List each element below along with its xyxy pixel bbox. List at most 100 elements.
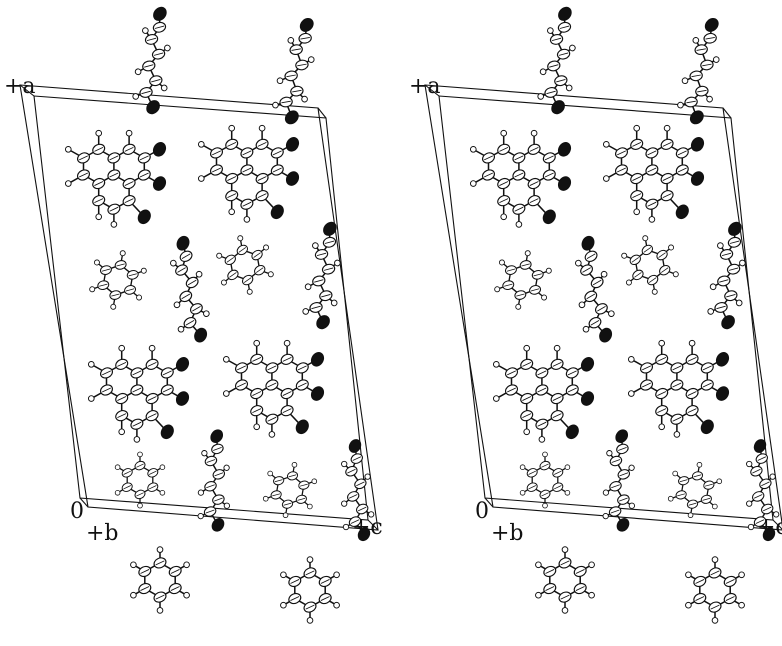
ellipsoid-octant	[147, 361, 157, 367]
ellipsoid-octant	[139, 172, 149, 178]
ellipsoid-octant	[132, 370, 142, 376]
oxygen-atom	[295, 419, 309, 435]
hydrogen-atom	[287, 37, 295, 44]
ellipsoid-octant	[559, 25, 570, 29]
oxygen-atom	[580, 357, 595, 372]
ellipsoid-octant	[356, 481, 365, 487]
hydrogen-atom	[330, 299, 338, 307]
oxygen-atom	[210, 429, 224, 443]
hydrogen-atom	[492, 395, 500, 402]
ellipsoid-octant	[140, 586, 150, 591]
ellipsoid-octant	[506, 268, 516, 272]
hydrogen-atom	[262, 495, 269, 502]
ellipsoid-octant	[352, 456, 362, 461]
hydrogen-atom	[280, 601, 287, 609]
hydrogen-atom	[709, 283, 717, 291]
ellipsoid-octant	[242, 167, 252, 173]
molecule	[469, 129, 572, 228]
hydrogen-atom	[523, 344, 531, 352]
ellipsoid-octant	[283, 502, 292, 506]
hydrogen-atom	[267, 470, 273, 477]
hydrogen-atom	[156, 546, 164, 553]
hydrogen-atom	[228, 208, 236, 216]
ellipsoid-octant	[109, 155, 119, 161]
molecule	[280, 556, 340, 624]
ellipsoid-octant	[323, 267, 334, 271]
hydrogen-atom	[302, 308, 310, 315]
ellipsoid-octant	[292, 89, 302, 93]
oxygen-atom	[284, 110, 299, 125]
oxygen-atom	[580, 391, 595, 406]
ellipsoid-octant	[672, 382, 682, 388]
oxygen-atom	[557, 176, 572, 191]
molecule	[302, 221, 341, 330]
ellipsoid-octant	[551, 37, 562, 42]
ellipsoid-octant	[267, 365, 277, 371]
hydrogen-atom	[64, 180, 72, 187]
ellipsoid-octant	[132, 387, 142, 393]
ellipsoid-octant	[537, 421, 547, 427]
ellipsoid-octant	[545, 586, 555, 591]
hydrogen-atom	[216, 252, 223, 259]
ellipsoid-octant	[762, 506, 772, 512]
hydrogen-atom	[515, 303, 522, 310]
ellipsoid-octant	[242, 201, 252, 207]
hydrogen-atom	[312, 242, 319, 249]
hydrogen-atom	[547, 27, 554, 34]
oxygen-atom	[211, 518, 225, 532]
hydrogen-atom	[492, 361, 500, 368]
molecule	[537, 6, 576, 115]
hydrogen-atom	[628, 464, 635, 471]
oxygen-atom	[270, 204, 284, 220]
ellipsoid-octant	[79, 155, 88, 161]
ellipsoid-octant	[206, 484, 215, 489]
hydrogen-atom	[306, 617, 314, 624]
ellipsoid-octant	[227, 141, 237, 147]
hydrogen-atom	[110, 221, 118, 228]
ellipsoid-octant	[617, 150, 626, 156]
ellipsoid-octant	[147, 396, 157, 401]
hydrogen-atom	[681, 77, 689, 85]
hydrogen-atom	[114, 464, 121, 470]
ellipsoid-octant	[226, 257, 234, 263]
ellipsoid-octant	[357, 506, 367, 512]
unit-cell-edge	[79, 497, 89, 508]
ellipsoid-octant	[252, 356, 262, 362]
ellipsoid-octant	[528, 485, 536, 490]
oxygen-atom	[715, 352, 730, 367]
ellipsoid-octant	[567, 387, 577, 393]
hydrogen-atom	[283, 339, 291, 347]
ellipsoid-octant	[206, 459, 216, 463]
molecule	[262, 461, 318, 519]
ellipsoid-octant	[530, 288, 540, 292]
hydrogen-atom	[538, 436, 546, 443]
ellipsoid-octant	[147, 413, 157, 419]
molecule	[341, 439, 375, 542]
hydrogen-atom	[95, 129, 103, 137]
ellipsoid-octant	[567, 370, 577, 376]
hydrogen-atom	[469, 146, 477, 153]
unit-cell-edge	[19, 84, 35, 97]
hydrogen-atom	[136, 294, 143, 301]
hydrogen-atom	[159, 464, 166, 470]
hydrogen-atom	[368, 511, 375, 518]
oxygen-atom	[310, 352, 325, 367]
molecule	[114, 451, 166, 509]
molecule	[677, 18, 720, 125]
ellipsoid-octant	[109, 206, 119, 212]
ellipsoid-octant	[586, 293, 596, 300]
hydrogen-atom	[696, 461, 703, 468]
hydrogen-atom	[658, 423, 666, 431]
ellipsoid-octant	[149, 470, 157, 475]
ellipsoid-octant	[537, 387, 547, 393]
hydrogen-atom	[515, 221, 523, 228]
oxygen-atom	[323, 221, 337, 236]
ellipsoid-octant	[657, 356, 667, 362]
ellipsoid-octant	[136, 463, 144, 468]
ellipsoid-octant	[617, 167, 626, 173]
ellipsoid-octant	[499, 181, 509, 186]
ellipsoid-octant	[552, 396, 562, 401]
ellipsoid-octant	[102, 387, 111, 393]
ellipsoid-octant	[94, 146, 104, 152]
hydrogen-atom	[364, 473, 371, 480]
